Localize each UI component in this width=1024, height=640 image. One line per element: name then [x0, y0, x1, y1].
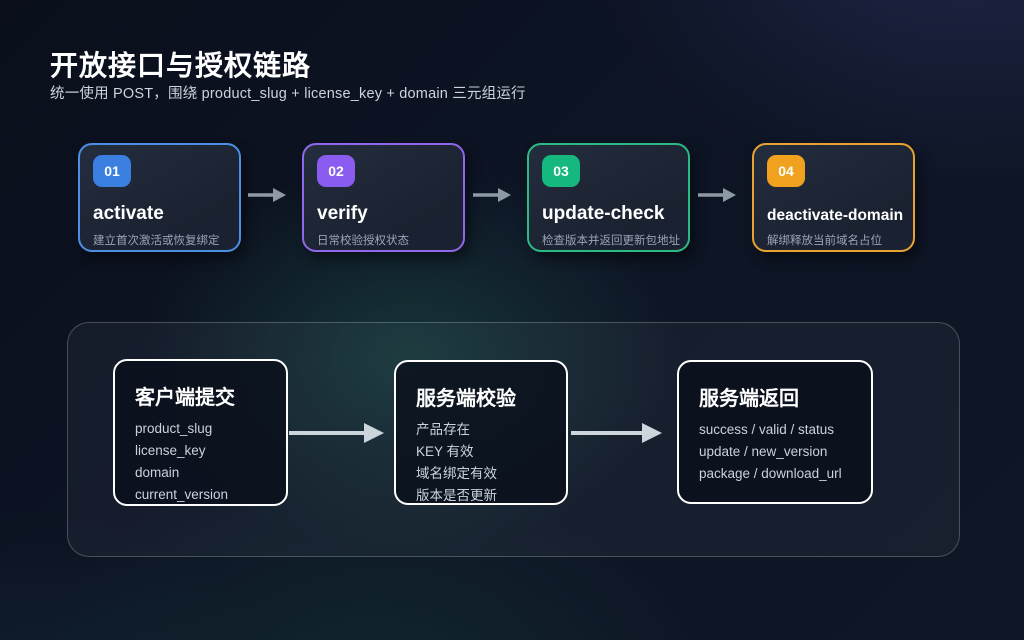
flow-box-line: current_version: [135, 487, 229, 502]
flow-box-line: package / download_url: [699, 466, 842, 481]
arrow-right-icon: [473, 186, 511, 204]
step-card-deactivate-domain: 04 deactivate-domain 解绑释放当前域名占位: [752, 143, 915, 252]
flow-box-line: success / valid / status: [699, 422, 835, 437]
step-number-badge: 01: [93, 155, 131, 187]
step-title: activate: [93, 203, 164, 224]
step-title: verify: [317, 203, 368, 224]
flow-box-line: product_slug: [135, 421, 213, 436]
step-number-badge: 02: [317, 155, 355, 187]
step-desc: 日常校验授权状态: [317, 235, 409, 247]
page-title: 开放接口与授权链路: [50, 50, 312, 81]
flow-box-server-return: 服务端返回 success / valid / status update / …: [677, 360, 873, 504]
step-desc: 建立首次激活或恢复绑定: [93, 235, 220, 247]
step-title: deactivate-domain: [767, 207, 904, 224]
flow-box-server-verify: 服务端校验 产品存在 KEY 有效 域名绑定有效 版本是否更新: [394, 360, 568, 505]
arrow-right-icon: [698, 186, 736, 204]
flow-panel: 客户端提交 product_slug license_key domain cu…: [67, 322, 960, 557]
step-card-update-check: 03 update-check 检查版本并返回更新包地址: [527, 143, 690, 252]
flow-box-line: license_key: [135, 443, 206, 458]
step-number-badge: 04: [767, 155, 805, 187]
flow-box-line: domain: [135, 465, 180, 480]
page-subtitle: 统一使用 POST，围绕 product_slug + license_key …: [50, 86, 526, 102]
step-card-activate: 01 activate 建立首次激活或恢复绑定: [78, 143, 241, 252]
flow-box-client-submit: 客户端提交 product_slug license_key domain cu…: [113, 359, 288, 506]
flow-box-title: 服务端返回: [699, 388, 799, 410]
flow-box-line: update / new_version: [699, 444, 828, 459]
step-title: update-check: [542, 203, 665, 224]
flow-box-title: 服务端校验: [416, 388, 516, 410]
step-number-badge: 03: [542, 155, 580, 187]
step-desc: 解绑释放当前域名占位: [767, 235, 882, 247]
flow-box-line: 版本是否更新: [416, 488, 497, 503]
arrow-right-icon: [571, 420, 662, 446]
step-card-verify: 02 verify 日常校验授权状态: [302, 143, 465, 252]
arrow-right-icon: [289, 420, 384, 446]
step-desc: 检查版本并返回更新包地址: [542, 235, 680, 247]
flow-box-line: 产品存在: [416, 422, 470, 437]
flow-box-title: 客户端提交: [135, 387, 235, 409]
arrow-right-icon: [248, 186, 286, 204]
flow-box-line: 域名绑定有效: [416, 466, 497, 481]
flow-box-line: KEY 有效: [416, 444, 474, 459]
